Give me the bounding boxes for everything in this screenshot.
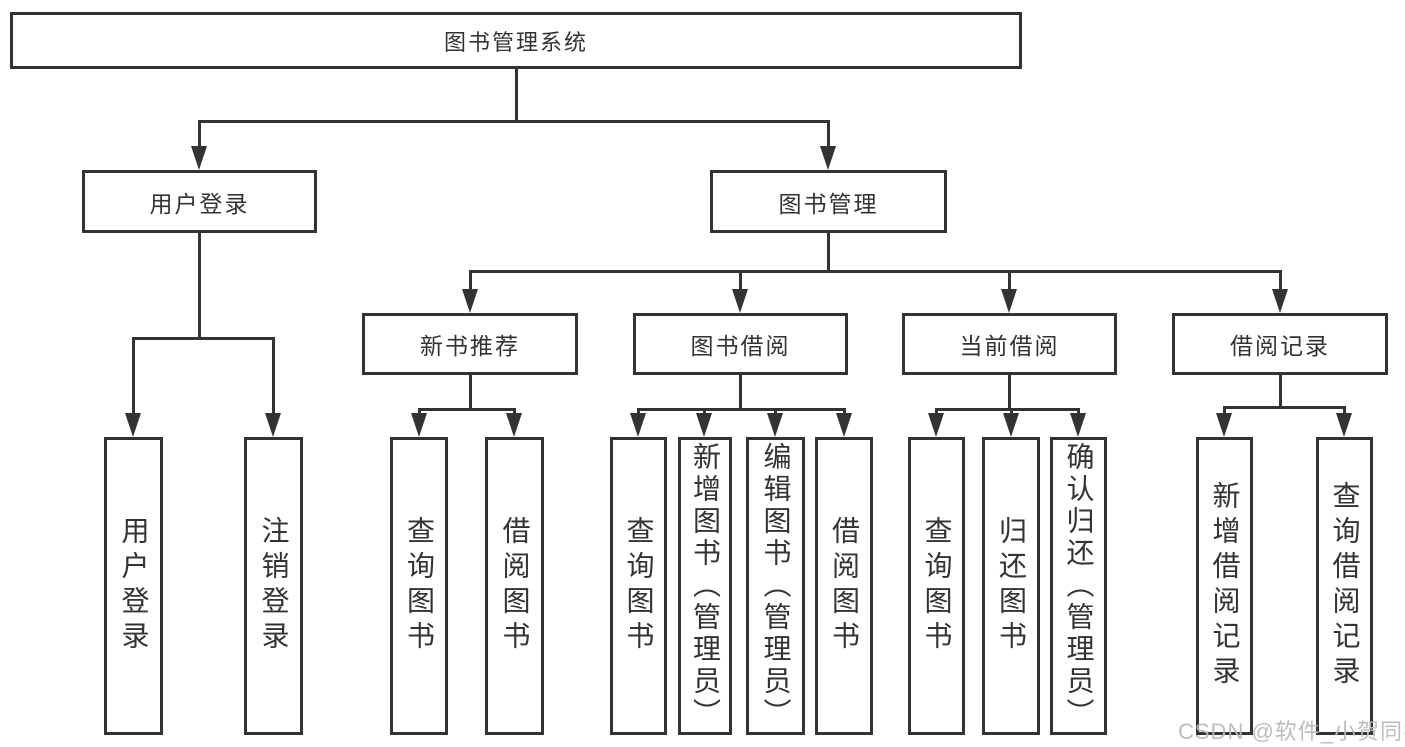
connector-line-vertical [1279, 270, 1282, 291]
connector-line-vertical [1279, 375, 1282, 408]
leaf-query-borrow-record: 查询借阅记录 [1316, 437, 1373, 735]
arrowhead-down-icon [191, 146, 207, 170]
leaf-label: 查询图书 [623, 516, 655, 656]
node-label: 图书管理 [778, 190, 879, 217]
leaf-confirm-return-admin: 确认归还（管理员） [1050, 437, 1107, 735]
leaf-edit-books-admin: 编辑图书（管理员） [746, 437, 805, 735]
connector-line-vertical [703, 408, 706, 416]
arrowhead-down-icon [411, 413, 427, 437]
leaf-label: 查询图书 [921, 516, 953, 656]
arrowhead-down-icon [462, 289, 478, 313]
arrowhead-down-icon [1336, 413, 1352, 437]
arrowhead-down-icon [630, 413, 646, 437]
arrowhead-down-icon [1070, 413, 1086, 437]
connector-line-horizontal [469, 270, 1281, 273]
arrowhead-down-icon [928, 413, 944, 437]
connector-line-horizontal [132, 337, 274, 340]
leaf-user-login: 用户登录 [104, 437, 163, 735]
leaf-label: 查询借阅记录 [1329, 481, 1361, 691]
leaf-label: 新增借阅记录 [1209, 481, 1241, 691]
connector-line-vertical [1010, 408, 1013, 416]
leaf-label: 确认归还（管理员） [1063, 442, 1095, 730]
node-borrowing-records: 借阅记录 [1172, 313, 1388, 375]
arrowhead-down-icon [1216, 413, 1232, 437]
arrowhead-down-icon [696, 413, 712, 437]
node-label: 图书管理系统 [443, 29, 588, 55]
arrowhead-down-icon [767, 413, 783, 437]
leaf-add-books-admin: 新增图书（管理员） [678, 437, 732, 735]
arrowhead-down-icon [1003, 413, 1019, 437]
connector-line-vertical [1343, 406, 1346, 416]
connector-line-vertical [827, 233, 830, 272]
connector-line-vertical [843, 408, 846, 416]
leaf-return-books: 归还图书 [982, 437, 1040, 735]
node-label: 当前借阅 [959, 333, 1060, 359]
arrowhead-down-icon [1272, 289, 1288, 313]
leaf-recommend-borrow-books: 借阅图书 [485, 437, 544, 735]
node-label: 借阅记录 [1230, 333, 1330, 359]
node-book-management: 图书管理 [710, 170, 947, 233]
connector-line-vertical [774, 408, 777, 416]
connector-line-vertical [272, 337, 275, 414]
connector-line-horizontal [418, 408, 516, 411]
connector-line-horizontal [935, 408, 1079, 411]
leaf-label: 用户登录 [118, 516, 150, 656]
leaf-label: 借阅图书 [829, 516, 860, 656]
connector-line-vertical [132, 337, 135, 414]
connector-line-vertical [1008, 270, 1011, 291]
connector-line-horizontal [198, 120, 830, 123]
connector-line-vertical [513, 408, 516, 416]
leaf-label: 查询图书 [404, 516, 435, 656]
leaf-label: 注销登录 [258, 516, 290, 656]
connector-line-vertical [469, 375, 472, 411]
connector-line-vertical [739, 375, 742, 411]
connector-line-horizontal [637, 408, 845, 411]
arrowhead-down-icon [265, 413, 281, 437]
leaf-label: 归还图书 [996, 516, 1027, 656]
node-current-borrowing: 当前借阅 [902, 313, 1117, 375]
leaf-recommend-query-books: 查询图书 [390, 437, 448, 735]
node-user-login: 用户登录 [82, 170, 317, 233]
connector-line-vertical [515, 68, 518, 120]
connector-line-vertical [1008, 375, 1011, 411]
connector-line-vertical [1223, 406, 1226, 416]
arrowhead-down-icon [732, 289, 748, 313]
leaf-label: 借阅图书 [499, 516, 531, 656]
node-label: 图书借阅 [690, 333, 791, 359]
connector-line-vertical [198, 120, 201, 148]
node-book-borrowing: 图书借阅 [633, 313, 848, 375]
arrowhead-down-icon [125, 413, 141, 437]
leaf-borrow-books: 借阅图书 [815, 437, 873, 735]
node-label: 用户登录 [149, 190, 250, 217]
connector-line-vertical [1077, 408, 1080, 416]
arrowhead-down-icon [1001, 289, 1017, 313]
leaf-label: 编辑图书（管理员） [760, 442, 792, 730]
leaf-borrowing-query-books: 查询图书 [610, 437, 667, 735]
leaf-current-query-books: 查询图书 [908, 437, 965, 735]
connector-line-horizontal [1223, 406, 1346, 409]
connector-line-vertical [739, 270, 742, 291]
connector-line-vertical [198, 233, 201, 339]
connector-line-vertical [935, 408, 938, 416]
connector-line-vertical [469, 270, 472, 291]
csdn-watermark: CSDN @软件_小贺同学 [1178, 719, 1405, 744]
node-new-book-recommend: 新书推荐 [362, 313, 578, 375]
leaf-logout: 注销登录 [244, 437, 303, 735]
node-label: 新书推荐 [420, 333, 520, 359]
connector-line-vertical [637, 408, 640, 416]
node-library-system: 图书管理系统 [10, 12, 1022, 69]
leaf-add-borrow-record: 新增借阅记录 [1196, 437, 1253, 735]
arrowhead-down-icon [836, 413, 852, 437]
connector-line-vertical [827, 120, 830, 148]
leaf-label: 新增图书（管理员） [690, 442, 721, 730]
connector-line-vertical [418, 408, 421, 416]
arrowhead-down-icon [506, 413, 522, 437]
arrowhead-down-icon [820, 146, 836, 170]
